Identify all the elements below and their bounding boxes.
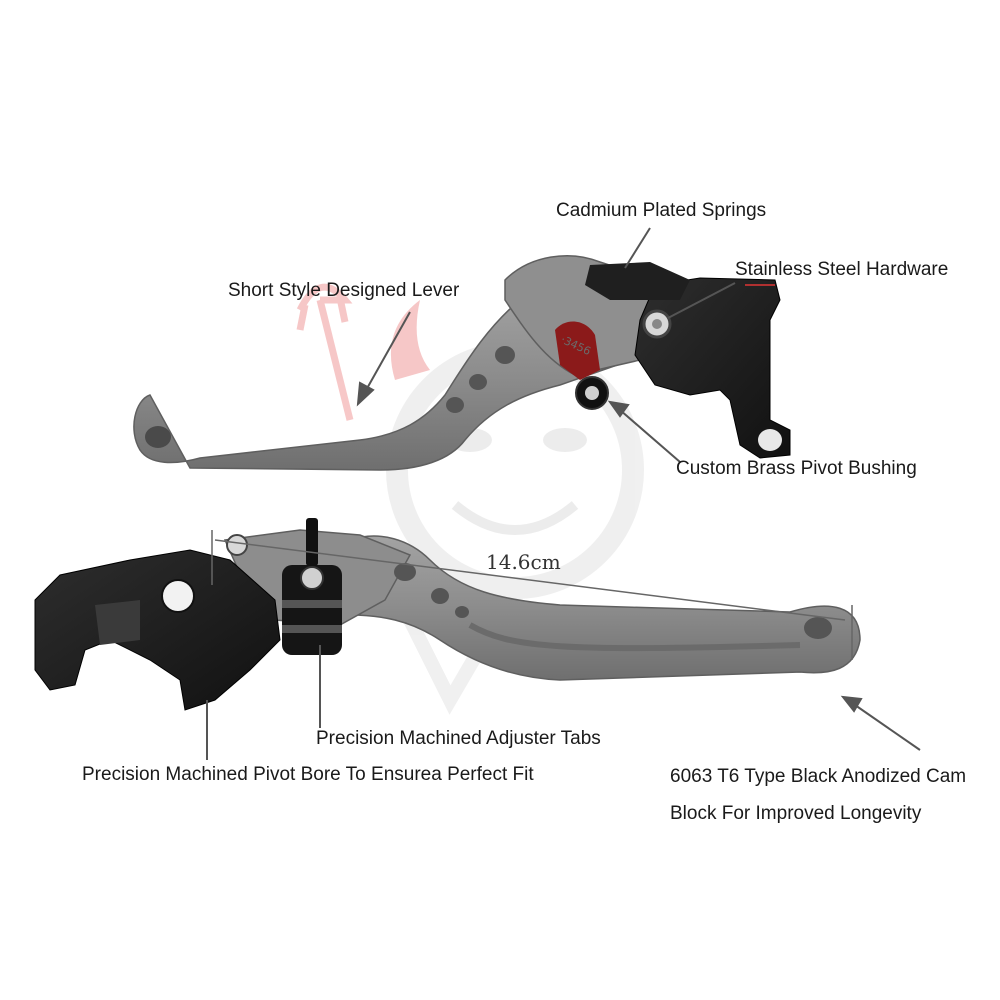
bottom-lever-hole-3 [455, 606, 469, 618]
top-lever-spring-block [585, 262, 690, 300]
top-lever: ·3456 [133, 255, 791, 471]
callout-pivot-bore: Precision Machined Pivot Bore To Ensurea… [82, 764, 534, 785]
bottom-bolt-icon [226, 534, 248, 556]
adjuster-knob-icon [282, 518, 342, 655]
top-lever-hole-3 [495, 346, 515, 364]
bottom-lever-hole-2 [431, 588, 449, 604]
measurement-length: 14.6cm [486, 550, 561, 574]
watermark-fork-icon [296, 283, 354, 421]
callout-cadmium-springs: Cadmium Plated Springs [556, 200, 767, 221]
top-lever-end-hole [145, 426, 171, 448]
bottom-lever-bracket [34, 549, 281, 711]
callout-adjuster-tabs: Precision Machined Adjuster Tabs [316, 728, 601, 749]
top-lever-adjuster [555, 321, 600, 380]
watermark-smile [451, 501, 579, 535]
callout-cam-block-line2: Block For Improved Longevity [670, 803, 922, 824]
bottom-lever-end-hole [804, 617, 832, 639]
bottom-lever-groove [468, 622, 801, 652]
top-bracket-hole [758, 429, 782, 451]
callout-lines [206, 227, 921, 760]
top-lever-hole-1 [446, 397, 464, 413]
watermark-eye-right [543, 428, 587, 452]
top-lever-hole-2 [469, 374, 487, 390]
callout-cam-block-line1: 6063 T6 Type Black Anodized Cam [670, 766, 967, 787]
watermark-horn [390, 300, 430, 380]
callout-brass-pivot-bushing: Custom Brass Pivot Bushing [676, 458, 917, 479]
callout-short-style-lever: Short Style Designed Lever [228, 280, 460, 301]
bottom-lever [34, 518, 861, 711]
bottom-lever-hole-1 [394, 563, 416, 581]
callout-stainless-hardware: Stainless Steel Hardware [735, 259, 949, 280]
pivot-bore-icon [161, 579, 195, 613]
top-lever-bracket [634, 277, 791, 459]
